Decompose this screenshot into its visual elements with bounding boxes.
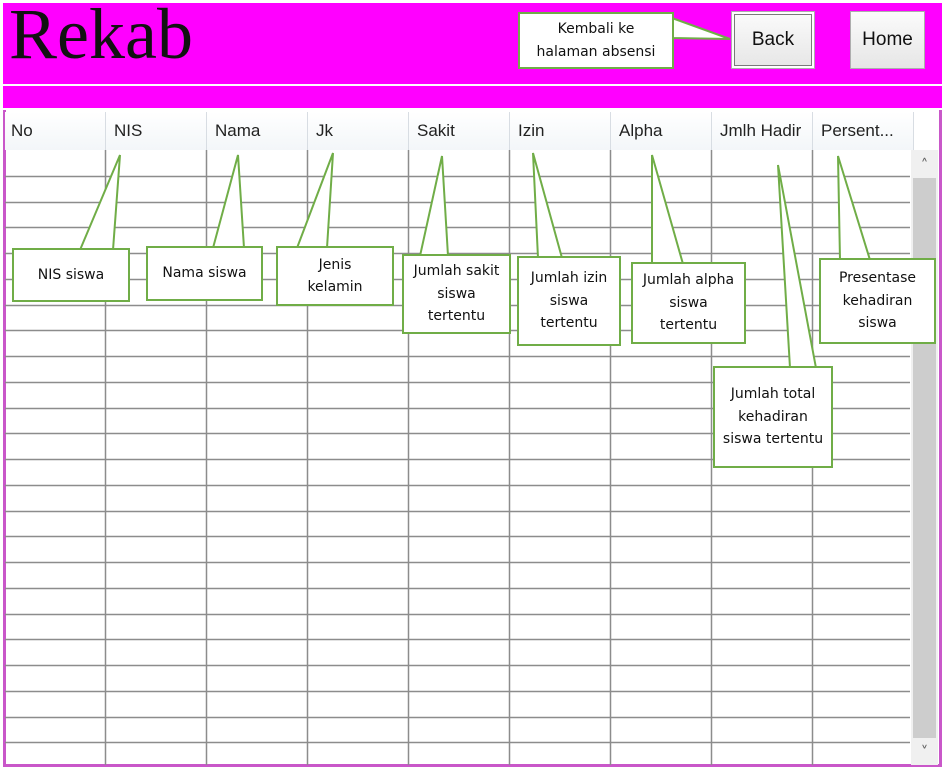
callout-nis: NIS siswa	[12, 248, 130, 302]
callout-pointer-nis	[78, 154, 121, 251]
callout-back-text: Kembali ke halaman absensi	[536, 21, 656, 60]
column-header-nis[interactable]: NIS	[106, 112, 207, 150]
callout-pointer-jk	[295, 152, 334, 249]
table-header: No NIS Nama Jk Sakit Izin Alpha Jmlh Had…	[5, 112, 914, 150]
column-header-sakit[interactable]: Sakit	[409, 112, 510, 150]
callout-persen-text: Presentase kehadiran siswa	[838, 270, 916, 332]
callout-sakit: Jumlah sakit siswa tertentu	[402, 254, 511, 334]
callout-izin: Jumlah izin siswa tertentu	[517, 256, 621, 346]
callout-pointer-persen	[837, 155, 872, 261]
column-header-izin[interactable]: Izin	[510, 112, 611, 150]
column-header-jmlh-hadir[interactable]: Jmlh Hadir	[712, 112, 813, 150]
column-header-nama[interactable]: Nama	[207, 112, 308, 150]
title-bar: Rekab Back Home	[3, 0, 942, 84]
callout-alpha-text: Jumlah alpha siswa tertentu	[642, 272, 735, 334]
callout-pointer-alpha	[651, 154, 685, 265]
callout-nama: Nama siswa	[146, 246, 263, 301]
callout-pointer-back	[671, 16, 731, 40]
scroll-down-arrow-icon[interactable]: ˅	[920, 743, 929, 761]
callout-jk-text: Jenis kelamin	[307, 256, 363, 295]
callout-hadir: Jumlah total kehadiran siswa tertentu	[713, 366, 833, 468]
column-header-persentase[interactable]: Persent...	[813, 112, 914, 150]
page-title: Rekab	[9, 0, 193, 74]
callout-persen: Presentase kehadiran siswa	[819, 258, 936, 344]
callout-pointer-nama	[211, 154, 246, 249]
scroll-up-arrow-icon[interactable]: ˄	[920, 156, 929, 174]
home-button[interactable]: Home	[850, 11, 925, 69]
column-header-alpha[interactable]: Alpha	[611, 112, 712, 150]
callout-back: Kembali ke halaman absensi	[518, 12, 674, 69]
callout-jk: Jenis kelamin	[276, 246, 394, 306]
callout-hadir-text: Jumlah total kehadiran siswa tertentu	[722, 386, 824, 448]
callout-izin-text: Jumlah izin siswa tertentu	[530, 270, 608, 332]
callout-sakit-text: Jumlah sakit siswa tertentu	[413, 263, 500, 325]
back-button[interactable]: Back	[731, 11, 815, 69]
callout-pointer-hadir	[777, 164, 818, 369]
callout-nis-text: NIS siswa	[37, 266, 105, 283]
column-header-jk[interactable]: Jk	[308, 112, 409, 150]
callout-pointer-izin	[532, 152, 564, 259]
column-header-no[interactable]: No	[5, 112, 106, 150]
callout-nama-text: Nama siswa	[162, 265, 247, 282]
callout-pointer-sakit	[418, 155, 450, 257]
callout-alpha: Jumlah alpha siswa tertentu	[631, 262, 746, 344]
header-divider-strip	[3, 86, 942, 108]
